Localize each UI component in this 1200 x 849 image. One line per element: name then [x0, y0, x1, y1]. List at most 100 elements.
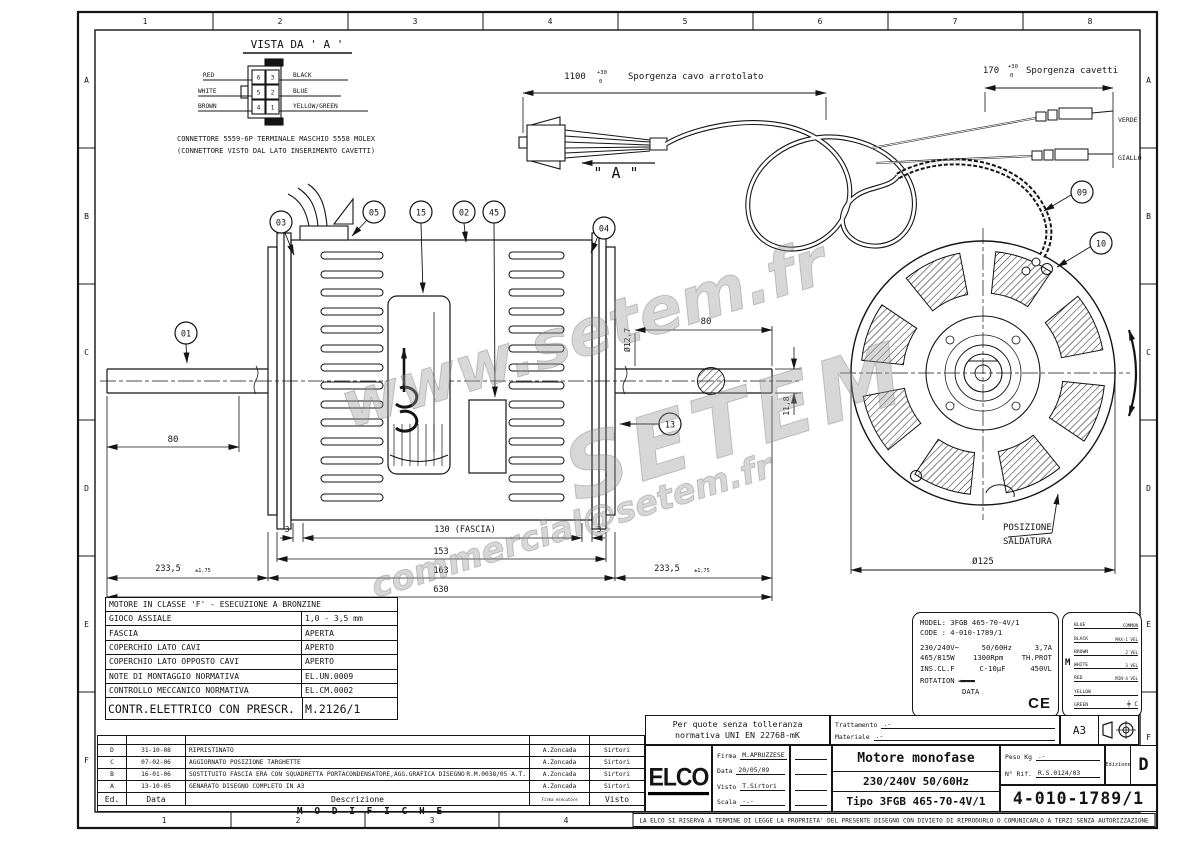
rev-firma: A.Zoncada	[530, 769, 590, 780]
col-label: 5	[683, 17, 688, 26]
wire-label-giallo: GIALLO	[1118, 154, 1142, 162]
wire-label: BLACK	[293, 72, 312, 79]
dim-170-tol-plus: +30	[1008, 64, 1018, 70]
row-label: C	[1146, 348, 1151, 357]
view-arrow-label: " A "	[593, 164, 638, 182]
firma-value: M.APRUZZESE	[740, 751, 787, 761]
rev-ref: R.M.0038/05 A.T.	[466, 771, 526, 778]
elco-logo: ELCO®	[647, 760, 718, 795]
rev-ed: C	[98, 757, 127, 768]
col-label: 3	[430, 816, 435, 825]
rev-ed: D	[98, 745, 127, 756]
rif-value: R.S.0124/03	[1035, 769, 1100, 778]
col-label: 2	[296, 816, 301, 825]
pin-number: 1	[271, 105, 275, 112]
table-row: B 16-01-06 SOSTITUITO FASCIA ERA CON SQU…	[98, 769, 644, 781]
balloon-number: 04	[599, 225, 609, 235]
insulation-class: INS.CL.F	[920, 663, 955, 673]
spec-value: APERTO	[301, 640, 397, 655]
peso-value: .-	[1035, 752, 1100, 761]
balloon-number: 09	[1077, 189, 1087, 199]
row-label: F	[84, 756, 89, 765]
nameplate-electrical-row: 230/240V~ 50/60Hz 3,7A	[920, 643, 1052, 653]
rev-desc: AGGIORNATO POSIZIONE TARGHETTE	[189, 759, 301, 766]
rotation-row: ROTATION ◄▬▬▬	[920, 676, 1052, 686]
wire-label-verde: VERDE	[1118, 116, 1138, 124]
balloon: 45	[482, 200, 506, 224]
wire-row: GREEN ╪ C	[1074, 696, 1138, 710]
motor-symbol: M	[1065, 658, 1071, 668]
spec-value: APERTO	[301, 655, 397, 669]
dim-shaft-right: 80	[701, 317, 712, 327]
speed-value: 1300Rpm	[973, 653, 1004, 663]
wire-row: WHITE 3 VEL	[1074, 656, 1138, 670]
col-label: 2	[278, 17, 283, 26]
table-row: A 13-10-05 GENARATO DISEGNO COMPLETO IN …	[98, 781, 644, 793]
rev-date: 13-10-05	[127, 781, 186, 792]
visto-label: Visto	[717, 782, 737, 791]
scala-label: Scala	[717, 797, 737, 806]
data-value: 20/05/09	[736, 766, 785, 776]
dim-3-right: 3	[597, 525, 602, 534]
wire-row: BLUE COMMON	[1074, 616, 1138, 630]
motor-label-plate	[387, 295, 507, 475]
pin-number: 6	[257, 75, 261, 82]
spec-label: COPERCHIO LATO OPPOSTO CAVI	[109, 657, 240, 667]
materiale-value: .-	[873, 732, 1055, 741]
wire-row: BROWN 2 VEL	[1074, 643, 1138, 656]
coiled-cable	[664, 120, 917, 252]
table-row	[98, 736, 644, 745]
weld-position-label-1: POSIZIONE	[1003, 523, 1052, 533]
header-data: Data	[127, 793, 186, 805]
balloon: 05	[362, 200, 386, 224]
dim-fascia: 130 (FASCIA)	[434, 525, 495, 535]
spec-table-header: MOTORE IN CLASSE 'F' - ESECUZIONE A BRON…	[106, 598, 397, 612]
vent-slots	[320, 251, 565, 502]
balloon-number: 03	[276, 219, 286, 229]
table-row: NOTE DI MONTAGGIO NORMATIVA EL.UN.0009	[106, 669, 397, 684]
wire-label: BROWN	[198, 103, 217, 110]
visto-value: T.Sirtori	[740, 782, 785, 791]
col-label: 3	[413, 17, 418, 26]
power-value: 465/815W	[920, 653, 955, 663]
tolerance-line-1: Per quote senza tolleranza	[672, 718, 803, 729]
wire-row: YELLOW	[1074, 682, 1138, 696]
spec-value: EL.CM.0002	[301, 683, 397, 698]
col-label: 1	[162, 816, 167, 825]
dim-153: 153	[433, 547, 448, 557]
balloon-callouts: 01 03 05 15 02 45 04 13	[174, 180, 1113, 436]
wire-color: WHITE	[1074, 663, 1089, 669]
peso-row: Peso Kg .-	[1005, 752, 1100, 761]
motor-side-view: 80 80 Ø12,7 11,8 3 130 (FASCIA) 3 153 16…	[100, 183, 801, 601]
connector-pins: 6 5 4 3 2 1	[257, 75, 275, 112]
spec-value: M.2126/1	[302, 698, 397, 720]
dim-170-tol-minus: 0	[1010, 73, 1013, 79]
capacitor-icon: ╪ C	[1127, 701, 1138, 709]
dim-1100: 1100	[564, 72, 586, 82]
watermark: www.setem.fr SETEM commercial@setem.fr	[332, 224, 921, 607]
balloon-number: 01	[181, 330, 191, 340]
table-row: COPERCHIO LATO OPPOSTO CAVI APERTO	[106, 655, 397, 670]
cavetti-detail: 170 +30 0 Sporgenza cavetti VERDE GIALLO	[871, 64, 1142, 168]
balloon: 02	[452, 200, 476, 224]
table-row: GIOCO ASSIALE 1,0 - 3,5 mm	[106, 612, 397, 627]
firma-label: Firma	[717, 752, 737, 761]
wire-label: WHITE	[198, 88, 217, 95]
rev-date: 16-01-06	[127, 769, 186, 780]
pin-number: 4	[257, 105, 261, 112]
sheet-frame	[76, 10, 1159, 830]
trattamento-row: Trattamento .-	[835, 720, 1055, 729]
view-title: VISTA DA ' A '	[251, 38, 344, 51]
connector-detail-view: VISTA DA ' A ' 6 5 4 3 2 1 RED WHITE BRO…	[177, 38, 376, 155]
rev-visto: Sirtori	[603, 771, 631, 778]
header-firma: Firma esecutore	[530, 793, 590, 805]
nameplate-power-row: 465/815W 1300Rpm TH.PROT	[920, 653, 1052, 663]
pin-number: 5	[257, 90, 261, 97]
rotation-label: ROTATION	[920, 676, 955, 686]
terminal-box	[287, 183, 354, 241]
wire-color: BROWN	[1074, 649, 1089, 655]
row-label: F	[1146, 733, 1151, 742]
data-label: Data	[717, 767, 733, 776]
weld-position-label-2: SALDATURA	[1003, 537, 1052, 547]
